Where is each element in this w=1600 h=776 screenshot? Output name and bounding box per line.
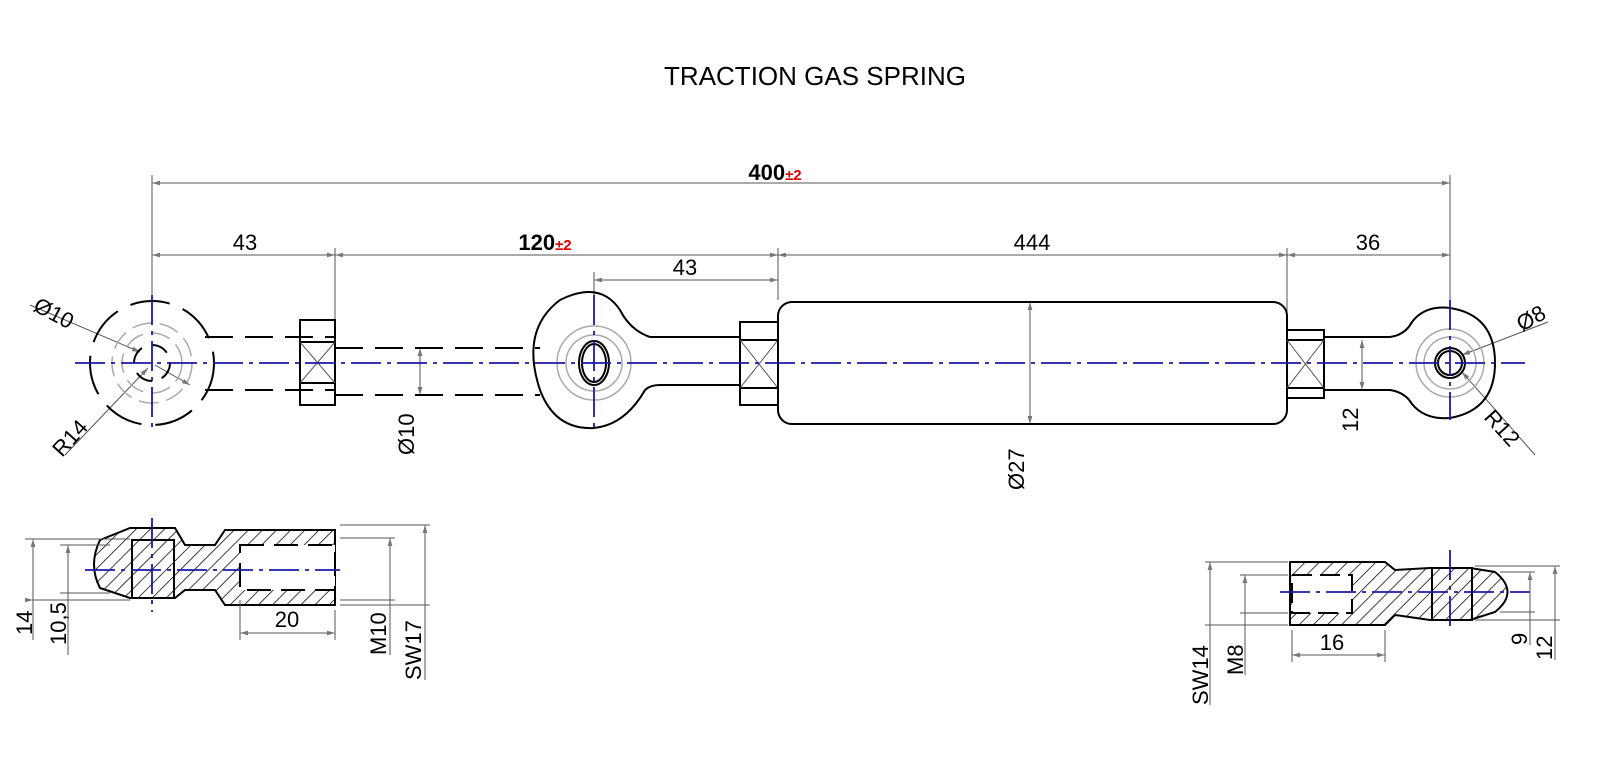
centerlines [75,295,1525,432]
dim-left-eye-radius: R14 [47,415,93,462]
dim-body: 444 [1014,230,1051,255]
dim-right-thread-depth: 16 [1320,630,1344,655]
dim-eye-to-body: 43 [673,255,697,280]
dim-right-thread: M8 [1223,644,1248,675]
dim-right-end: 36 [1356,230,1380,255]
dim-body-diameter: Ø27 [1004,448,1029,490]
dim-right-eye-radius: R12 [1479,405,1525,452]
left-end-section-view: 14 10,5 20 M10 SW17 [12,518,430,680]
right-nut [1286,329,1325,399]
rod-eye-end [532,291,740,430]
dim-rod-diameter: Ø10 [394,413,419,455]
right-end-section-view: SW14 M8 16 9 12 [1188,550,1560,705]
dim-left-wrench: SW17 [401,620,426,680]
extension-lines [151,175,1451,330]
dim-left-end: 43 [233,230,257,255]
drawing-title: TRACTION GAS SPRING [664,61,966,91]
dim-left-thread: M10 [366,612,391,655]
dimension-lines [29,180,1549,456]
dim-right-inner: 9 [1507,633,1532,645]
dim-right-eye-diameter: Ø8 [1512,300,1550,336]
dim-left-thread-depth: 20 [275,607,299,632]
dim-stroke: 120±2 [518,230,571,255]
dim-right-width: 12 [1532,636,1557,660]
dim-right-wrench: SW14 [1188,645,1213,705]
dim-left-inner: 10,5 [46,602,71,645]
dim-left-eye-diameter: Ø10 [30,292,78,334]
dim-overall: 400±2 [748,160,801,185]
dim-left-width: 14 [12,611,37,635]
dim-right-neck: 12 [1338,408,1363,432]
